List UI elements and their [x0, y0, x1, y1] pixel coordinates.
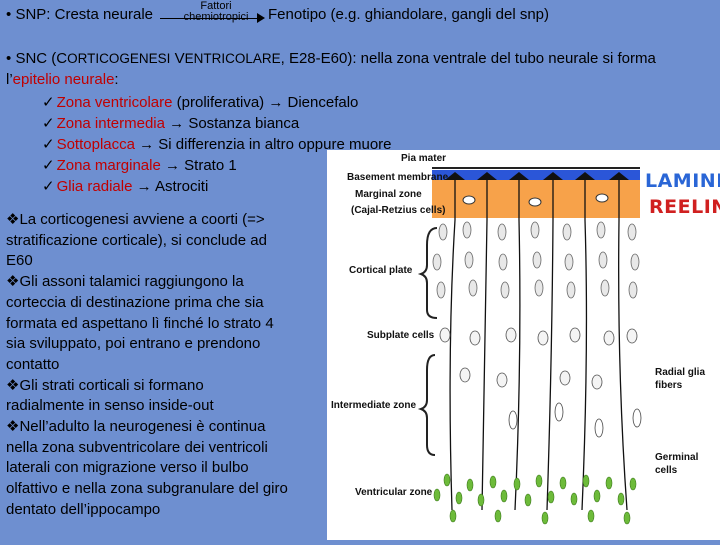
reelin-label: REELIN	[649, 196, 720, 218]
radial-glia-fibers	[449, 175, 628, 511]
corticogenesis-paragraph: ❖La corticogenesi avviene a coorti (=> s…	[6, 210, 336, 521]
zone-item: ✓Glia radiale → Astrociti	[42, 177, 208, 195]
para-line: formata ed aspettano lì finché lo strato…	[6, 314, 274, 332]
bullet: •	[6, 6, 12, 23]
arrow-line	[160, 18, 260, 19]
label-pia-mater: Pia mater	[401, 153, 447, 164]
snc-ortico: ORTICOGENESI	[67, 51, 171, 66]
para-line: contatto	[6, 355, 60, 373]
cortex-diagram	[417, 167, 642, 525]
para-line: ❖La corticogenesi avviene a coorti (=>	[6, 211, 265, 228]
arrow-label-top: Fattori	[200, 0, 232, 12]
laminin-label: LAMININ	[645, 170, 720, 192]
snp-line: • SNP: Cresta neurale	[6, 6, 153, 23]
para-line: E60	[6, 252, 33, 270]
label-intermediate-zone: Intermediate zone	[331, 400, 417, 411]
snp-prefix: SNP: Cresta neurale	[15, 6, 154, 23]
para-line: ❖Nell’adulto la neurogenesi è continua	[6, 418, 266, 436]
para-line: stratificazione corticale), si conclude …	[6, 231, 267, 249]
cajal-retzius-cells	[462, 193, 609, 207]
zone-braces	[417, 227, 438, 456]
label-radial-glia: Radial glia	[655, 367, 706, 378]
para-line: corteccia di destinazione prima che sia	[6, 293, 264, 311]
para-line: radialmente in senso inside-out	[6, 397, 214, 415]
zone-desc: → Si differenzia in altro oppure muore	[134, 136, 392, 153]
snc-rest: , E28-E60): nella zona ventrale del tubo…	[280, 50, 656, 67]
subplate-cells	[439, 327, 638, 390]
germinal-cells	[433, 473, 637, 525]
zone-item: ✓Zona ventricolare (proliferativa) → Die…	[42, 93, 358, 111]
label-germinal-cells: cells	[655, 465, 678, 476]
check-icon: ✓	[42, 157, 55, 174]
check-icon: ✓	[42, 178, 55, 195]
para-line: dentato dell’ippocampo	[6, 500, 161, 518]
snc-c: C	[56, 50, 68, 67]
arrow-head-icon	[257, 13, 265, 23]
snc-line2-post: :	[114, 71, 119, 88]
para-line: nella zona subventricolare dei ventricol…	[6, 438, 268, 456]
arrow-label-bottom: chemiotropici	[183, 11, 249, 23]
migrating-neurons	[508, 402, 642, 438]
zone-desc: → Strato 1	[160, 157, 237, 174]
cortical-plate-cells	[432, 221, 640, 299]
label-cortical-plate: Cortical plate	[349, 265, 413, 276]
snc-v: V	[174, 50, 185, 67]
arrow-label: Fattori chemiotropici	[172, 1, 260, 23]
snc-line-2: l’epitelio neurale:	[6, 71, 119, 88]
snc-line: • SNC (CORTICOGENESI VENTRICOLARE, E28-E…	[6, 50, 656, 67]
bullet: •	[6, 50, 12, 67]
zone-item: ✓Sottoplacca → Si differenzia in altro o…	[42, 135, 392, 153]
label-germinal: Germinal	[655, 452, 699, 463]
label-subplate: Subplate cells	[367, 330, 435, 341]
zone-name: Zona intermedia	[56, 115, 165, 132]
check-icon: ✓	[42, 94, 55, 111]
label-basement-membrane: Basement membrane	[347, 172, 449, 183]
snc-lead: SNC (	[15, 50, 57, 67]
epitelio-neurale: epitelio neurale	[12, 71, 115, 88]
zone-item: ✓Zona marginale → Strato 1	[42, 156, 237, 174]
check-icon: ✓	[42, 115, 55, 132]
label-ventricular-zone: Ventricular zone	[355, 487, 433, 498]
para-line: sia sviluppato, poi entrano e prendono	[6, 335, 261, 353]
para-line: ❖Gli assoni talamici raggiungono la	[6, 273, 244, 291]
zone-name: Glia radiale	[56, 178, 133, 195]
snp-suffix: Fenotipo (e.g. ghiandolare, gangli del s…	[268, 6, 550, 23]
zone-desc: (proliferativa) → Diencefalo	[172, 94, 359, 111]
zone-name: Sottoplacca	[56, 136, 135, 153]
label-fibers: fibers	[655, 380, 683, 391]
para-line: ❖Gli strati corticali si formano	[6, 376, 204, 394]
label-cajal-retzius: (Cajal-Retzius cells)	[351, 205, 446, 216]
para-line: laterali con migrazione verso il bulbo	[6, 459, 249, 477]
snc-line2-pre: l’	[6, 71, 13, 88]
zone-desc: → Astrociti	[132, 178, 209, 195]
cortical-layers-figure: Pia mater Basement membrane Marginal zon…	[327, 150, 720, 540]
basement-membrane-band	[432, 170, 640, 180]
zone-name: Zona ventricolare	[56, 94, 173, 111]
glia-end-feet	[445, 172, 629, 180]
zone-name: Zona marginale	[56, 157, 161, 174]
check-icon: ✓	[42, 136, 55, 153]
para-line: olfattivo e nella zona subgranulare del …	[6, 480, 288, 498]
zone-item: ✓Zona intermedia → Sostanza bianca	[42, 114, 299, 132]
snc-entricolare: ENTRICOLARE	[184, 51, 281, 66]
label-marginal-zone: Marginal zone	[355, 189, 422, 200]
zone-desc: → Sostanza bianca	[164, 115, 300, 132]
